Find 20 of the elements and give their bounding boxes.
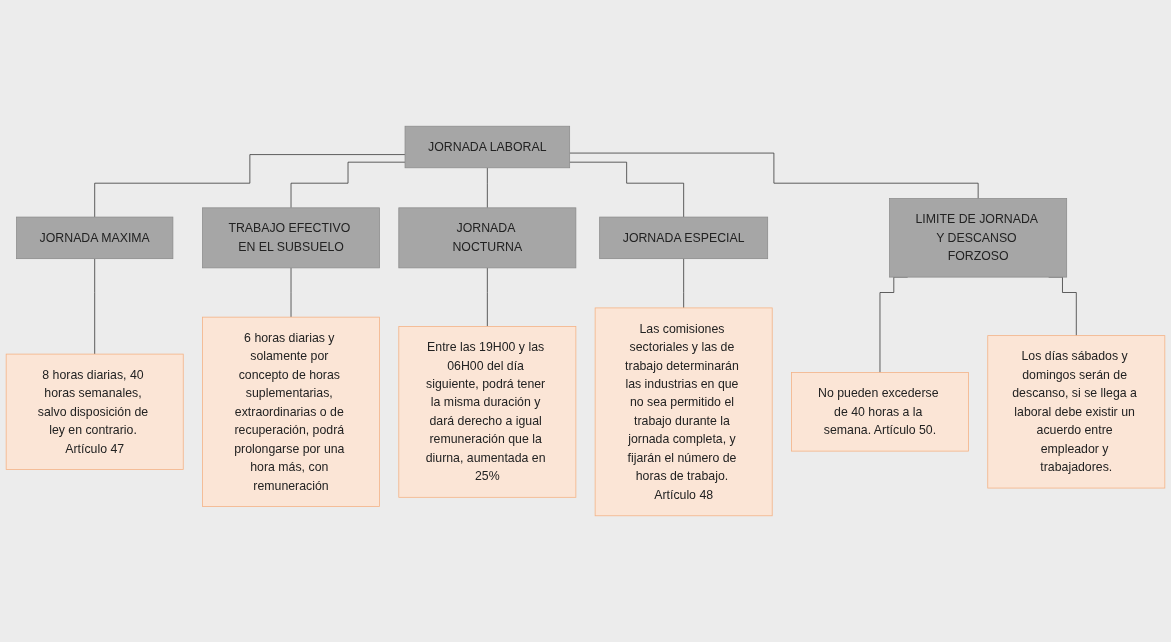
node-box: 8 horas diarias, 40 horas semanales, salvo disposición de ley en contrario. Artículo 47: [5, 353, 184, 470]
node-box: JORNADA LABORAL: [404, 125, 571, 169]
connector: [94, 154, 406, 218]
node-box: JORNADA MAXIMA: [16, 216, 174, 260]
connector: [569, 152, 979, 199]
node-box: 6 horas diarias y solamente por concepto de horas suplementarias, extraordinarias o de recuperación, podrá prolongarse por una hora más, con remuneración: [202, 316, 380, 507]
node-box: JORNADA NOCTURNA: [398, 207, 577, 269]
connector: [486, 167, 488, 209]
node-box: JORNADA ESPECIAL: [599, 216, 769, 260]
node-box: Los días sábados y domingos serán de descanso, si se llega a laboral debe existir un acuerdo entre empleador y trabajadores.: [987, 335, 1166, 489]
connector: [683, 258, 685, 309]
node-box: No pueden excederse de 40 horas a la semana. Artículo 50.: [791, 372, 969, 452]
node-box: Las comisiones sectoriales y las de trabajo determinarán las industrias en que no sea permitido el trabajo durante la jornada completa, y fijarán el número de horas de trabajo. Artículo 48: [594, 307, 773, 517]
connector: [569, 161, 685, 218]
node-box: TRABAJO EFECTIVO EN EL SUBSUELO: [202, 207, 380, 269]
connector: [290, 161, 406, 209]
node-box: LIMITE DE JORNADA Y DESCANSO FORZOSO: [889, 198, 1068, 278]
connector: [94, 258, 96, 355]
connector: [486, 267, 488, 327]
node-box: Entre las 19H00 y las 06H00 del día siguiente, podrá tener la misma duración y dará derecho a igual remuneración que la diurna, aumentada en 25%: [398, 326, 577, 498]
